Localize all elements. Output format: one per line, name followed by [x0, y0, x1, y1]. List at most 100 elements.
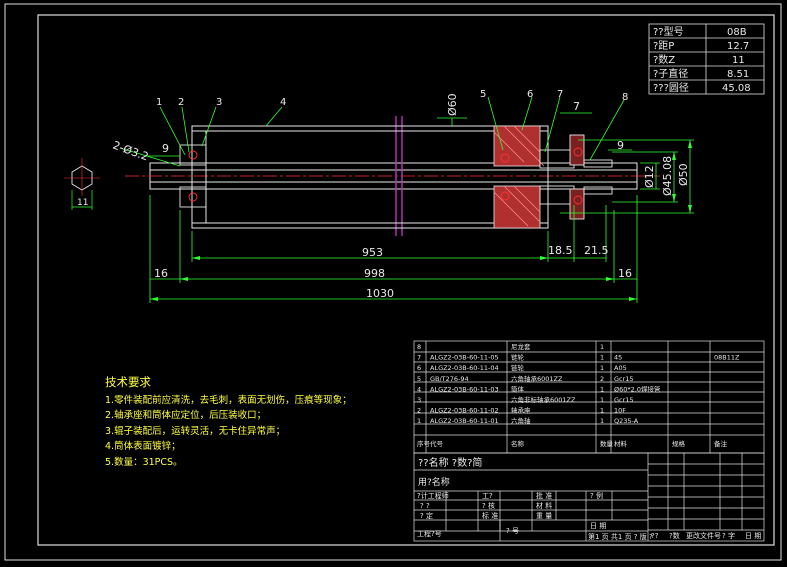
spec-label-0: ??型号: [653, 25, 684, 38]
bom-header-code: 代号: [430, 439, 444, 448]
bom-row-1-material: 45: [614, 354, 622, 362]
callout-5: 5: [480, 89, 486, 100]
spec-value-2: 11: [732, 55, 745, 66]
tb-sheet-info: 第1 页 共1 页 ? 版 ?: [588, 532, 653, 541]
rev-h2: 更改文件号: [686, 531, 721, 540]
left-bearing: [179, 144, 207, 208]
bom-row-1-no: 7: [417, 354, 421, 362]
spec-value-0: 08B: [727, 27, 747, 38]
spec-label-3: ?子直径: [653, 67, 688, 80]
bom-row-3-qty: 2: [600, 375, 604, 383]
bom-row-4-no: 4: [417, 385, 421, 393]
dim-9-right: 9: [617, 139, 624, 152]
spec-label-2: ?数Z: [653, 53, 675, 66]
tb-r1: ? ?: [420, 502, 430, 510]
rev-h0: ??: [651, 532, 659, 540]
dim-hex: 11: [77, 198, 88, 208]
tb-drawn: 工?: [482, 492, 493, 500]
callout-8: 8: [622, 92, 628, 103]
tb-checked: ? 核: [482, 501, 495, 510]
callout-6: 6: [527, 89, 533, 100]
dim-1030: 1030: [366, 287, 394, 300]
dim-9-left: 9: [162, 142, 169, 155]
dim-phi12: Ø12: [643, 165, 656, 188]
tech-notes-title: 技术要求: [105, 375, 151, 389]
dim-phi50: Ø50: [677, 163, 690, 186]
inner-frame: [37, 14, 775, 546]
bom-header-note: 备注: [714, 439, 728, 448]
spec-value-3: 8.51: [727, 69, 749, 80]
dim-21-5: 21.5: [584, 244, 609, 257]
bom-header-name: 名称: [511, 439, 525, 448]
bom-row-7-qty: 1: [600, 417, 604, 425]
callout-1: 1: [156, 97, 162, 108]
tb-scale: ? 例: [590, 491, 603, 500]
bom-row-2-code: ALGZ2-03B-60-11-04: [430, 364, 499, 372]
tb-weight: 重 量: [536, 512, 552, 520]
spec-label-4: ???圆径: [653, 81, 689, 94]
tb-contract: 工程?号: [417, 529, 442, 538]
bom-header-no: 序号: [417, 439, 431, 448]
tb-sheet-no: ? 号: [506, 527, 519, 535]
dimension-arrows: [150, 140, 692, 301]
dim-phi60: Ø60: [446, 93, 459, 116]
dim-hole: 2-Ø3.2: [111, 139, 150, 164]
bom-row-1-code: ALGZ2-03B-60-11-05: [430, 354, 499, 362]
hex-end-view: [64, 158, 100, 210]
bom-header-weight: 规格: [672, 439, 686, 448]
dimension-lines: [119, 96, 694, 303]
bom-header-qty: 数量: [600, 439, 614, 448]
bom-row-4-material: Ø60*2.0焊接管: [614, 384, 661, 393]
part-name: ??名称 ?数?简: [418, 456, 482, 469]
unit-name: 用?名称: [418, 476, 450, 488]
dim-phi4508: Ø45.08: [661, 156, 674, 196]
bom-row-2-no: 6: [417, 364, 421, 372]
bom-row-3-code: GB/T276-94: [430, 375, 469, 383]
callout-4: 4: [280, 97, 286, 108]
bom-row-1-name: 链轮: [511, 353, 525, 362]
tech-note-2: 2.轴承座和筒体应定位，后压装收口；: [105, 410, 267, 421]
bom-row-6-material: 10F: [614, 407, 626, 415]
dim-7: 7: [573, 100, 580, 113]
dim-16-left: 16: [154, 267, 168, 280]
bom-row-5-qty: 1: [600, 396, 604, 404]
tech-note-5: 5.数量：31PCS。: [105, 456, 183, 468]
rev-h4: 日 期: [745, 532, 761, 540]
title-block: [413, 452, 765, 542]
tech-note-1: 1.零件装配前应清洗，去毛刺，表面无划伤，压痕等现象；: [105, 394, 352, 406]
spec-table: [648, 23, 765, 95]
bom-row-7-material: Q235-A: [614, 417, 639, 425]
spec-label-1: ?距P: [653, 40, 674, 52]
dim-16-right: 16: [618, 267, 632, 280]
bom-row-5-name: 六角非标轴承6001ZZ: [511, 395, 576, 404]
bom-row-4-name: 筒体: [511, 384, 525, 393]
bom-row-6-no: 2: [417, 407, 421, 415]
bom-row-6-qty: 1: [600, 407, 604, 415]
tech-note-4: 4.筒体表面镀锌；: [105, 441, 181, 452]
outer-frame: [4, 3, 782, 561]
rev-h1: ?数: [669, 531, 680, 540]
bom-row-7-name: 六角轴: [511, 416, 531, 425]
bom-row-2-qty: 1: [600, 364, 604, 372]
bom-row-5-material: Gcr15: [614, 396, 634, 404]
bom-row-0-qty: 1: [600, 343, 604, 351]
bom-row-1-note: 08B11Z: [714, 354, 740, 362]
bom-row-0-name: 尼龙套: [511, 342, 531, 351]
tb-standard: 标 准: [482, 511, 498, 520]
rev-h3: ? 字: [722, 531, 735, 540]
bom-row-3-no: 5: [417, 375, 421, 383]
tb-r2: ? 定: [420, 511, 433, 520]
bom-row-5-no: 3: [417, 396, 421, 404]
bom-row-0-no: 8: [417, 343, 421, 351]
callout-3: 3: [216, 97, 222, 108]
tb-material: 材 料: [536, 501, 552, 510]
dim-953: 953: [362, 246, 383, 259]
spec-value-1: 12.7: [727, 41, 749, 52]
callout-7: 7: [557, 89, 563, 100]
tb-approved: 批 准: [536, 491, 552, 500]
tech-note-3: 3.辊子装配后，运转灵活，无卡住异常声；: [105, 425, 286, 437]
sprocket: [569, 134, 613, 220]
dim-18-5: 18.5: [548, 244, 573, 257]
spec-value-4: 45.08: [722, 83, 751, 94]
